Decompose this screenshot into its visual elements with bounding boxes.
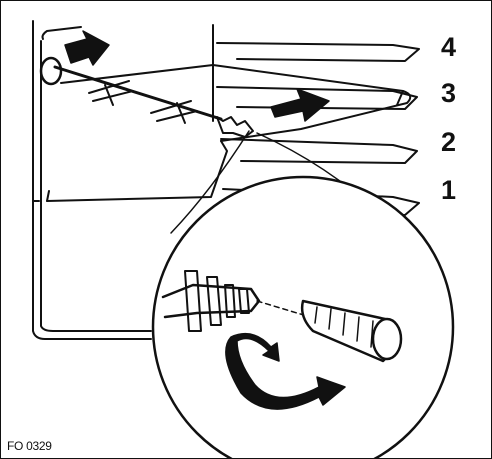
oven-cavity <box>32 20 214 340</box>
runner-4 <box>216 42 420 62</box>
push-in-arrow-icon <box>64 30 110 66</box>
rack-level-4: 4 <box>441 32 457 62</box>
rotisserie-spit <box>39 56 254 138</box>
spit-socket <box>39 56 63 86</box>
rack-level-1: 1 <box>441 175 457 205</box>
figure-code: FO 0329 <box>7 439 52 453</box>
rack-level-2: 2 <box>441 127 457 157</box>
runner-2 <box>220 138 418 164</box>
rack-level-3: 3 <box>441 78 457 108</box>
runner-3 <box>216 86 418 110</box>
slide-arrow-icon <box>270 88 330 122</box>
fork-right <box>150 100 198 124</box>
spit-tip <box>216 116 254 138</box>
fork-left <box>88 80 134 106</box>
rotate-arrow-icon <box>225 332 346 410</box>
magnified-detail <box>151 175 455 458</box>
